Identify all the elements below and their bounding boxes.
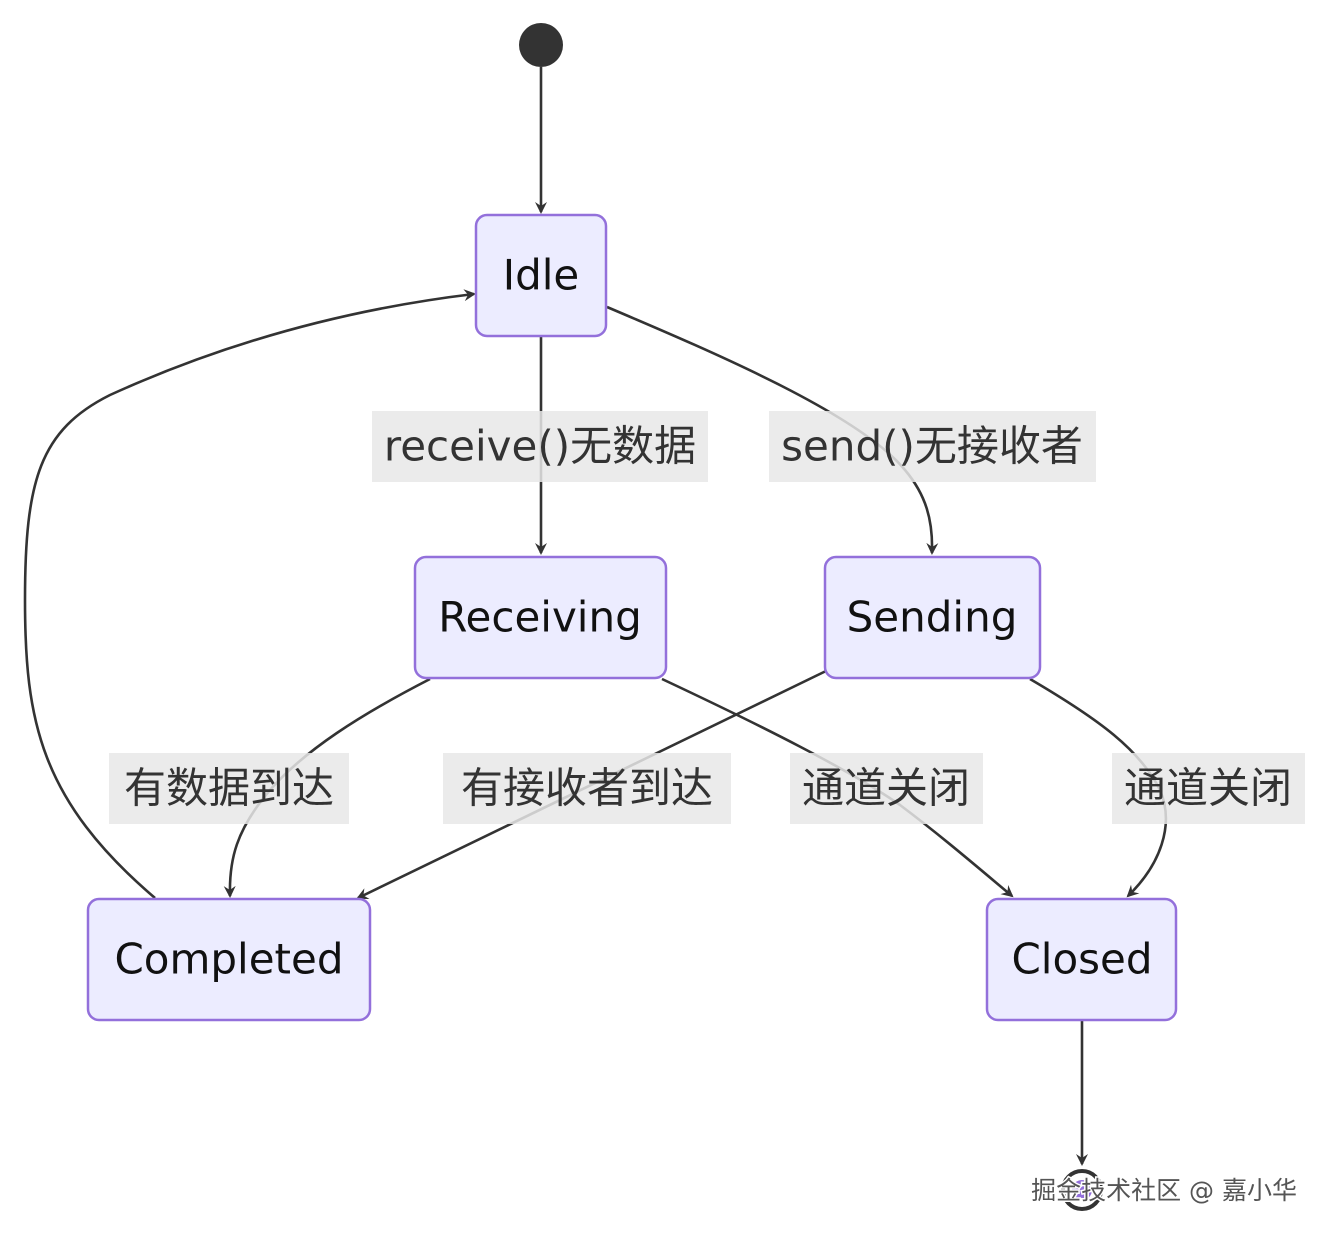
state-sending: Sending [823,555,1042,680]
edge-label-channel-closed-1: 通道关闭 [790,753,983,824]
svg-text:有接收者到达: 有接收者到达 [461,764,713,813]
edge-label-receiver-arrived: 有接收者到达 [443,753,731,824]
svg-text:Sending: Sending [847,593,1018,642]
svg-text:有数据到达: 有数据到达 [124,764,334,813]
svg-text:send()无接收者: send()无接收者 [781,422,1083,471]
edge-label-channel-closed-2: 通道关闭 [1112,753,1305,824]
state-completed: Completed [86,897,372,1022]
svg-text:Completed: Completed [114,935,343,984]
svg-text:通道关闭: 通道关闭 [802,764,970,813]
start-state-node [519,23,563,67]
edge-label-receive: receive()无数据 [372,411,708,482]
end-state-node [1061,1169,1103,1211]
edge-completed-to-idle [23,289,476,899]
svg-text:通道关闭: 通道关闭 [1124,764,1292,813]
svg-text:Receiving: Receiving [438,593,642,642]
svg-text:Idle: Idle [503,251,580,300]
edge-label-data-arrived: 有数据到达 [109,753,349,824]
state-idle: Idle [474,213,608,338]
watermark-text: 掘金技术社区 @ 嘉小华 [1031,1176,1297,1205]
svg-text:Closed: Closed [1011,935,1152,984]
state-receiving: Receiving [413,555,668,680]
state-closed: Closed [985,897,1178,1022]
edge-label-send: send()无接收者 [769,411,1096,482]
svg-text:receive()无数据: receive()无数据 [384,422,696,471]
